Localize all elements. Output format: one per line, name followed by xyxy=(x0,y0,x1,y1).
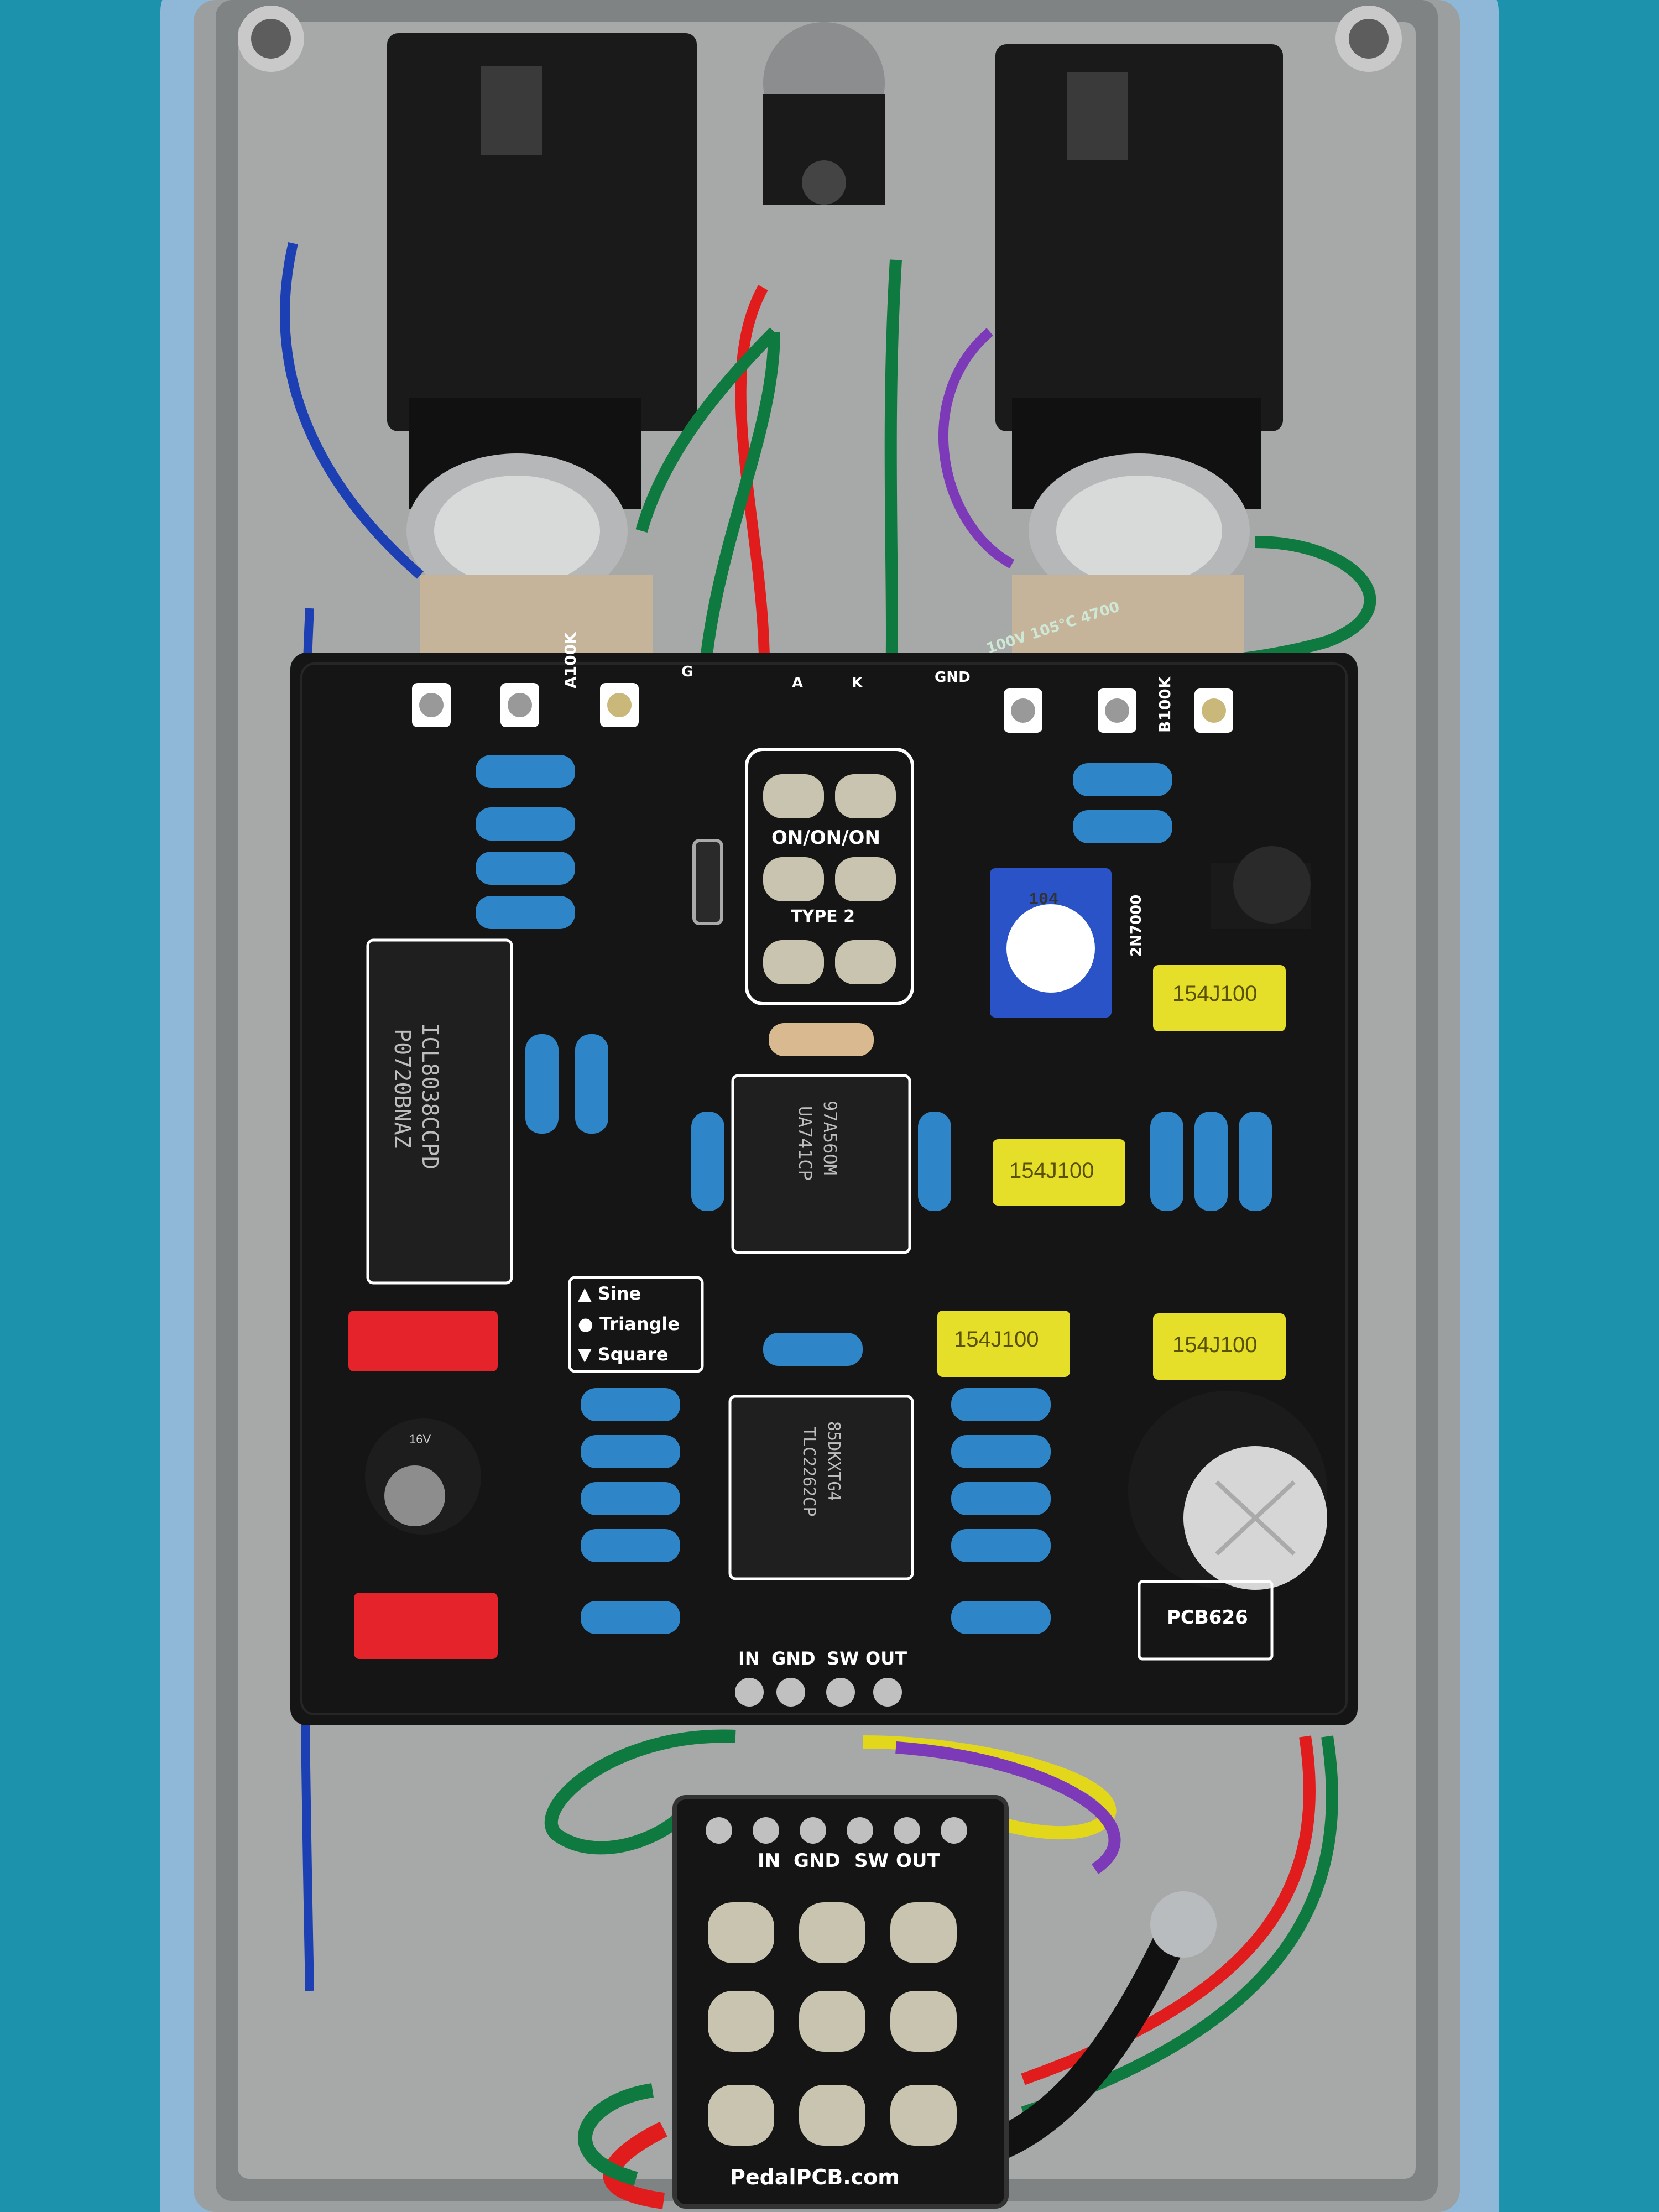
legend-sine: ▲ Sine xyxy=(578,1283,641,1304)
waveform-legend-box xyxy=(568,1276,704,1373)
pot-right-label: B100K xyxy=(1156,676,1174,733)
footswitch-in: IN xyxy=(758,1850,781,1872)
input-jack xyxy=(387,33,697,608)
wire-black-bottom xyxy=(989,1917,1193,2161)
chip-tlc2262 xyxy=(728,1395,914,1580)
chip2-line2: UA741CP xyxy=(795,1106,816,1181)
wire-green-bottom xyxy=(544,1729,736,1855)
wire-purple-bottom xyxy=(895,1741,1121,1875)
pad-label-gnd: GND xyxy=(935,669,971,686)
film-cap-3 xyxy=(937,1311,1070,1377)
chip1-line2: P0720BNAZ xyxy=(389,1029,415,1149)
film-cap-2-label: 154J100 xyxy=(1009,1159,1094,1183)
dc-power-jack xyxy=(763,22,885,205)
footswitch-header-pins xyxy=(706,1817,967,1844)
chip-ua741 xyxy=(731,1074,911,1254)
legend-square-text: Square xyxy=(597,1344,669,1365)
switch-type: TYPE 2 xyxy=(791,907,855,926)
trimmer-code: 104 xyxy=(1029,890,1059,909)
footswitch-out: OUT xyxy=(896,1850,940,1872)
resistors xyxy=(476,755,1272,1634)
legend-square: ▼ Square xyxy=(578,1344,669,1365)
transistor-label: 2N7000 xyxy=(1128,894,1145,957)
header-out: OUT xyxy=(865,1648,907,1669)
board-id: PCB626 xyxy=(1167,1606,1248,1629)
wire-yellow-bottom xyxy=(862,1735,1117,1840)
chip3-line1: 85DKXTG4 xyxy=(824,1421,843,1501)
wire-green-dc1 xyxy=(696,331,780,708)
footswitch-gnd: GND xyxy=(794,1850,841,1872)
chip-icl8038 xyxy=(366,938,513,1285)
brand-label: PedalPCB.com xyxy=(730,2165,900,2189)
film-cap-4-label: 154J100 xyxy=(1172,1333,1258,1357)
board-id-box xyxy=(1138,1580,1274,1661)
legend-sine-text: Sine xyxy=(597,1283,641,1304)
chip2-line1: 97A56OM xyxy=(820,1100,841,1175)
film-cap-4 xyxy=(1153,1313,1286,1380)
film-cap-1-label: 154J100 xyxy=(1172,982,1258,1006)
pot-left-label: A100K xyxy=(561,632,580,688)
header-in: IN xyxy=(738,1648,760,1669)
footswitch-pads xyxy=(708,1902,957,2146)
red-cap-bottom xyxy=(354,1593,498,1659)
chip1-line1: ICL8038CCPD xyxy=(417,1023,442,1170)
toggle-switch-footprint xyxy=(745,748,914,1005)
pot-pads-left xyxy=(412,683,639,727)
switch-label: ON/ON/ON xyxy=(771,827,880,849)
red-cap-top xyxy=(348,1311,498,1371)
legend-triangle-text: Triangle xyxy=(599,1313,680,1334)
film-cap-3-label: 154J100 xyxy=(954,1327,1039,1352)
pad-label-k: K xyxy=(852,675,863,691)
output-jack xyxy=(995,44,1283,608)
pad-label-g: G xyxy=(681,664,693,680)
resistor-beige xyxy=(769,1023,874,1056)
film-cap-1 xyxy=(1153,965,1286,1031)
diode xyxy=(692,839,723,925)
chip3-line2: TLC2262CP xyxy=(799,1427,818,1517)
film-cap-2 xyxy=(993,1139,1125,1206)
header-gnd: GND xyxy=(771,1648,816,1669)
wire-purple-right xyxy=(938,328,1015,568)
bottom-header-pins xyxy=(735,1678,902,1707)
electrolytic-small-label: 16V xyxy=(409,1432,431,1446)
wire-green-bottom-right xyxy=(1021,1735,1338,2119)
header-sw: SW xyxy=(827,1648,859,1669)
standoff xyxy=(1150,1891,1217,1958)
pad-label-a: A xyxy=(792,675,804,691)
wire-blue-left xyxy=(280,242,424,579)
wire-green-dc2 xyxy=(884,259,902,708)
footswitch-sw: SW xyxy=(854,1850,889,1872)
pot-pads-right xyxy=(1004,688,1233,733)
legend-triangle: ● Triangle xyxy=(578,1313,680,1334)
